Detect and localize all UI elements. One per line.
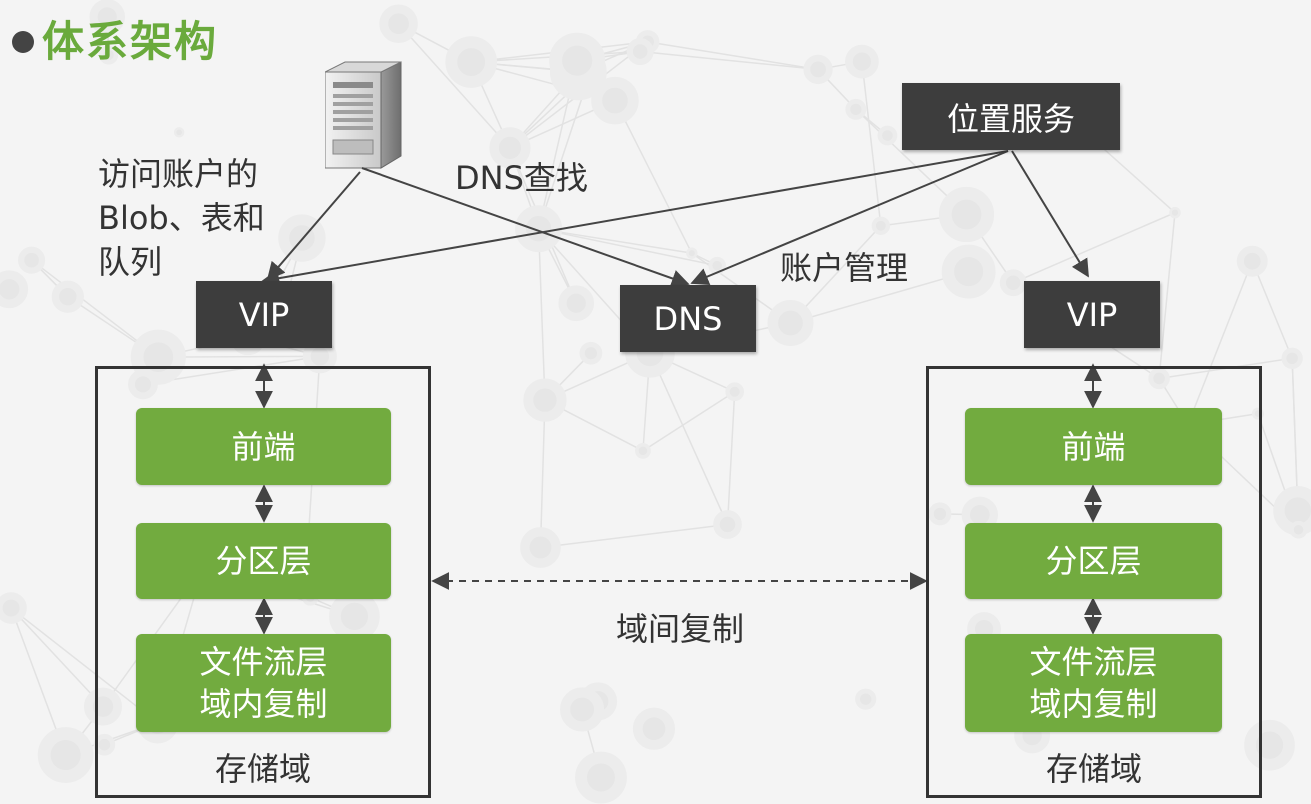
right-partition-layer: 分区层 bbox=[965, 523, 1222, 599]
left-front-end: 前端 bbox=[136, 408, 391, 485]
inter-domain-label: 域间复制 bbox=[616, 610, 745, 648]
page-title: 体系架构 bbox=[42, 17, 219, 66]
right-domain-label: 存储域 bbox=[1045, 750, 1142, 788]
access-label: 访问账户的 Blob、表和 队列 bbox=[98, 155, 265, 281]
location-service-box: 位置服务 bbox=[902, 83, 1120, 150]
right-front-end: 前端 bbox=[965, 408, 1222, 485]
vip-left-box: VIP bbox=[196, 281, 332, 348]
right-stream-layer: 文件流层 域内复制 bbox=[965, 634, 1222, 732]
account-management-label: 账户管理 bbox=[780, 249, 909, 287]
bullet-icon bbox=[12, 31, 34, 53]
left-storage-domain bbox=[95, 366, 431, 798]
left-stream-layer: 文件流层 域内复制 bbox=[136, 634, 391, 732]
dns-box: DNS bbox=[620, 285, 756, 352]
server-icon bbox=[325, 61, 402, 169]
right-storage-domain bbox=[926, 366, 1262, 798]
left-domain-label: 存储域 bbox=[214, 750, 311, 788]
vip-right-box: VIP bbox=[1024, 281, 1160, 348]
dns-lookup-label: DNS查找 bbox=[455, 159, 588, 197]
title-block: 体系架构 bbox=[12, 14, 218, 70]
left-partition-layer: 分区层 bbox=[136, 523, 391, 599]
